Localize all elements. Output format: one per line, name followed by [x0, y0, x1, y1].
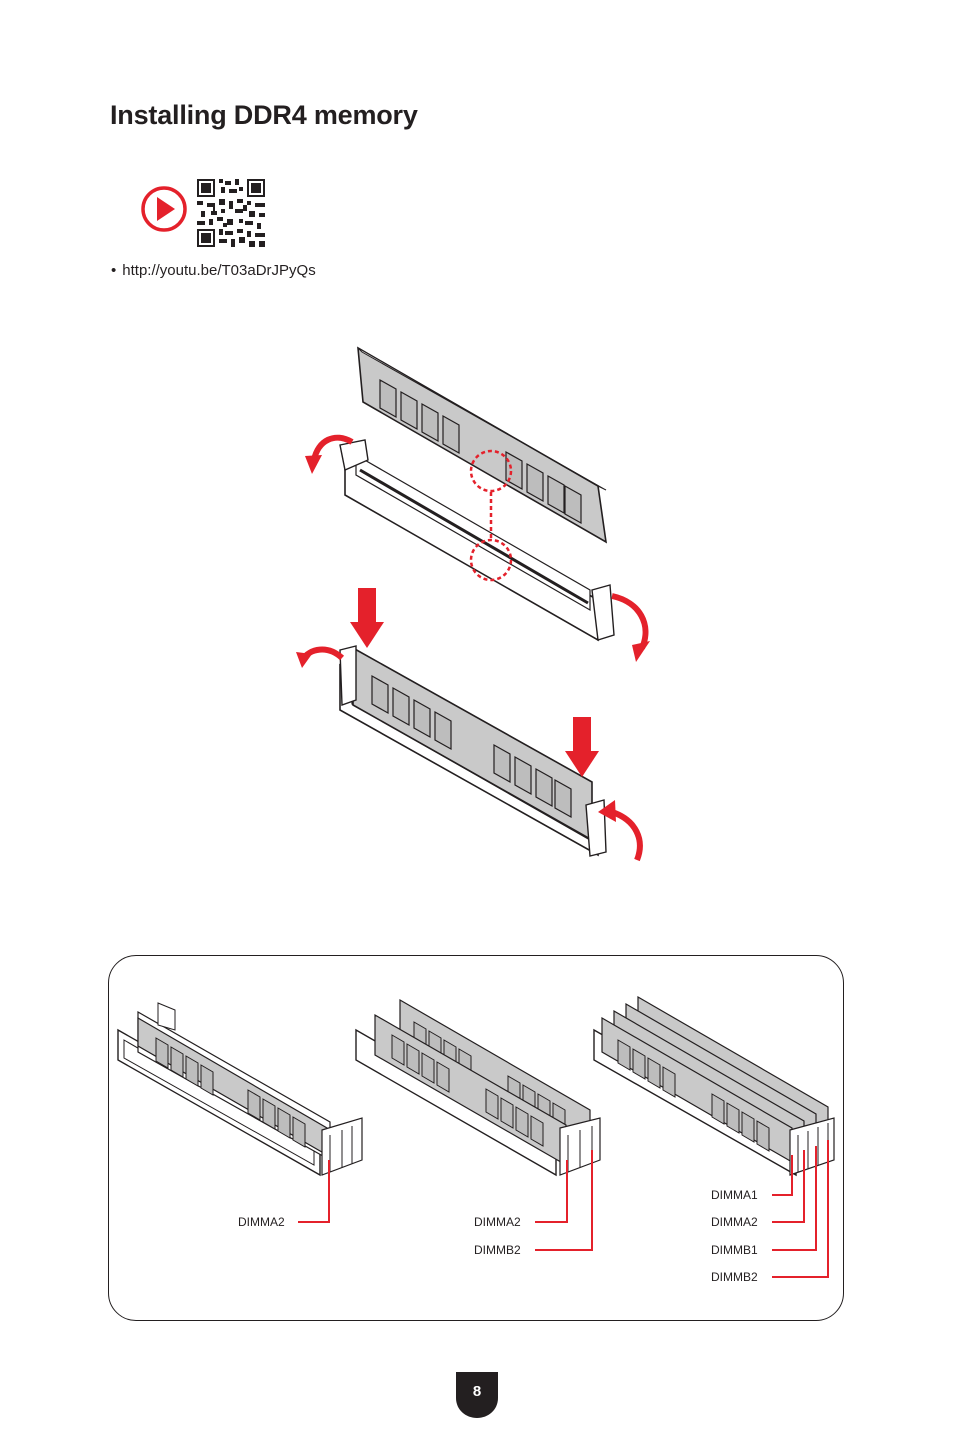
label-dimmb1-config3: DIMMB1: [711, 1243, 758, 1257]
bullet: •: [111, 262, 117, 279]
installation-diagram: [296, 346, 650, 862]
latch-close-arrow-right: [610, 809, 643, 862]
label-dimma2-config2: DIMMA2: [474, 1215, 521, 1229]
page-badge: [456, 1372, 498, 1418]
label-dimma1-config3: DIMMA1: [711, 1188, 758, 1202]
dimm-slot-open: [339, 439, 615, 642]
latch-open-arrow-left: [311, 434, 354, 461]
page-number: 8: [472, 1383, 482, 1400]
memory-module-top: [357, 346, 608, 544]
config-one-module: [117, 1002, 363, 1223]
video-link-text[interactable]: http://youtu.be/T03aDrJPyQs: [122, 262, 316, 279]
qr-code[interactable]: [197, 179, 265, 247]
notch-highlight: [469, 449, 513, 493]
label-dimmb2-config3: DIMMB2: [711, 1270, 758, 1284]
dimm-slot-closed: [339, 645, 607, 857]
config-two-modules: [355, 998, 601, 1251]
latch-open-arrow-right: [611, 593, 649, 650]
label-dimma2-config1: DIMMA2: [238, 1215, 285, 1229]
key-highlight: [469, 538, 513, 582]
configuration-panel: [108, 955, 844, 1321]
video-link[interactable]: • http://youtu.be/T03aDrJPyQs: [111, 262, 316, 279]
play-icon[interactable]: [140, 185, 188, 233]
config-four-modules: [593, 995, 835, 1278]
label-dimmb2-config2: DIMMB2: [474, 1243, 521, 1257]
press-down-arrows: [350, 588, 599, 777]
label-dimma2-config3: DIMMA2: [711, 1215, 758, 1229]
page-title: Installing DDR4 memory: [110, 100, 418, 130]
